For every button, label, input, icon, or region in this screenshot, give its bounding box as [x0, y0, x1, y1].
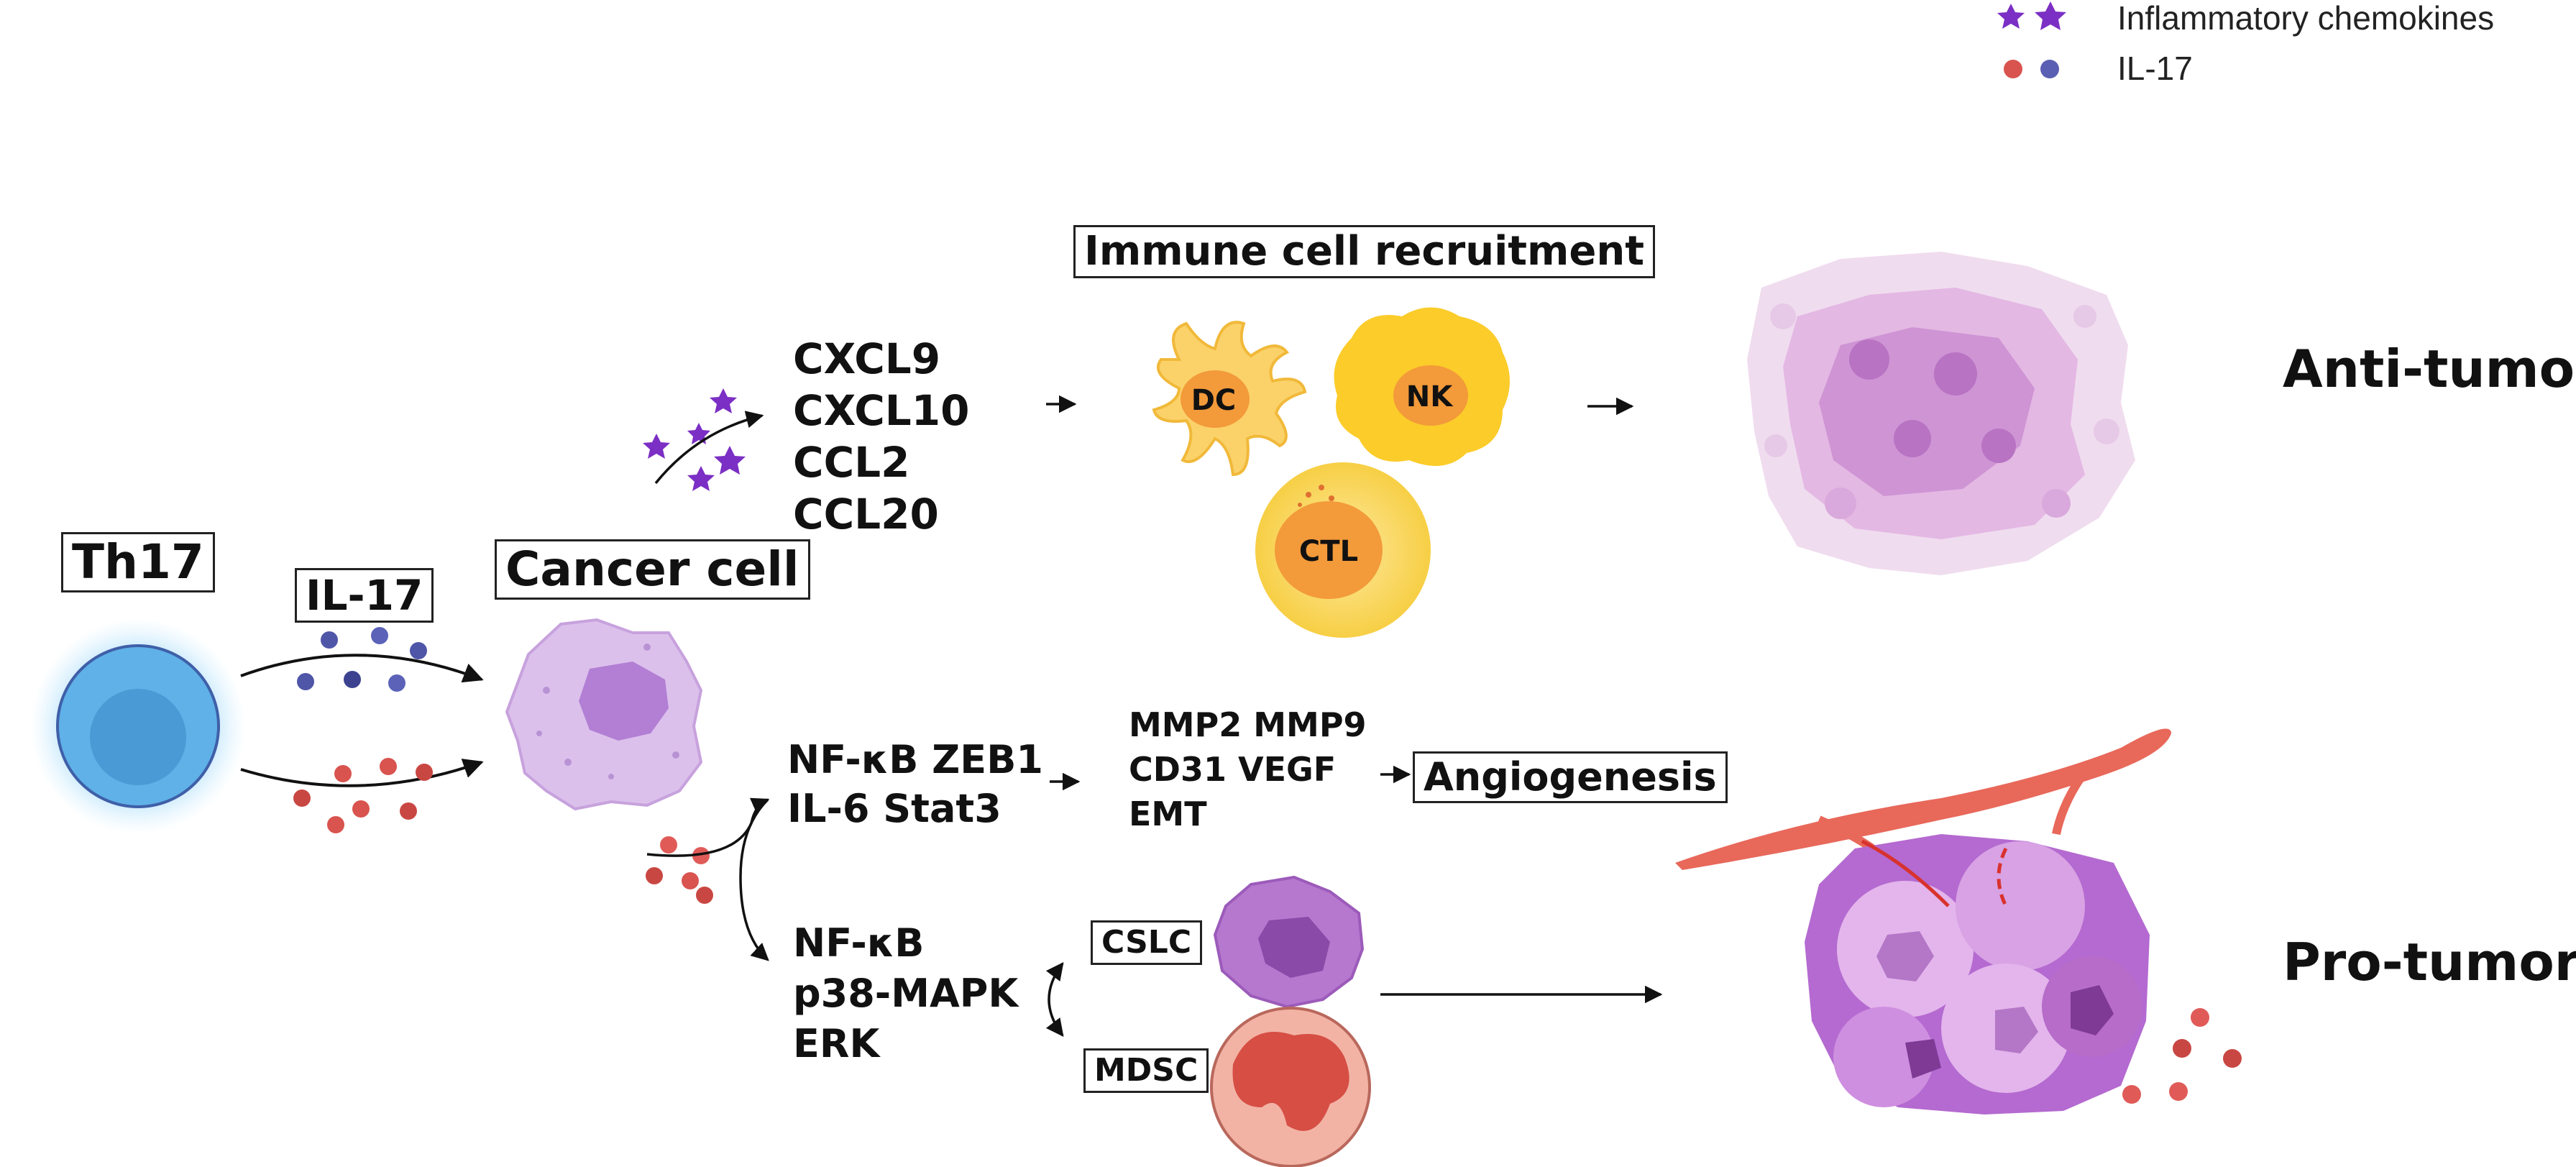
il17-red-dots-lower — [646, 836, 713, 904]
branch-arrow-up — [646, 797, 770, 857]
legend-chemokines-label: Inflammatory chemokines — [2117, 0, 2495, 37]
pathway-top-list: NF-κB ZEB1 IL-6 Stat3 — [787, 741, 1043, 838]
th17-cell — [30, 618, 246, 834]
il17-arrow-top — [240, 654, 484, 683]
effector-list: MMP2 MMP9 CD31 VEGF EMT — [1129, 708, 1367, 842]
il17-red-dots-protumor — [2122, 1008, 2242, 1104]
immune-recruitment-label: Immune cell recruitment — [1073, 225, 1656, 278]
ctl-cell — [1255, 462, 1431, 638]
cancer-cell-label: Cancer cell — [495, 539, 810, 600]
cslc-label: CSLC — [1091, 920, 1203, 965]
pro-tumor-label: Pro-tumor — [2283, 932, 2576, 992]
il17-dot-icon — [2040, 60, 2059, 78]
pro-tumor-mass — [1675, 728, 2171, 1115]
chemokine-arrow — [654, 411, 764, 485]
il17-red-dots — [293, 758, 433, 833]
dc-label: DC — [1191, 384, 1237, 417]
cancer-cell — [505, 618, 703, 811]
cslc-cell — [1213, 875, 1365, 1009]
chemokine-star-icon — [2035, 1, 2066, 30]
pathway-item: NF-κB ZEB1 — [787, 737, 1043, 782]
arrow-cslc-mdsc — [1045, 962, 1064, 1037]
pathway-bottom-list: NF-κB p38-MAPK ERK — [793, 924, 1018, 1075]
anti-tumor-label: Anti-tumor — [2283, 339, 2576, 399]
nk-cell — [1334, 307, 1510, 466]
il17-arrow-bottom — [240, 759, 484, 787]
legend-il17-label: IL-17 — [2117, 50, 2193, 87]
chemokine-item: CXCL9 — [793, 334, 941, 383]
ctl-label: CTL — [1299, 535, 1358, 568]
angiogenesis-label: Angiogenesis — [1413, 751, 1728, 803]
chemokine-list: CXCL9 CXCL10 CCL2 CCL20 — [793, 338, 969, 545]
il17-dot-icon — [2004, 60, 2022, 78]
chemokine-star-icon — [1997, 4, 2025, 29]
il17-label: IL-17 — [295, 568, 434, 623]
mdsc-cell — [1210, 1007, 1371, 1167]
effector-item: CD31 VEGF — [1129, 750, 1337, 789]
pathway-item: IL-6 Stat3 — [787, 786, 1001, 831]
il17-blue-dots — [297, 627, 427, 692]
pathway-item: NF-κB — [793, 920, 925, 966]
branch-arrow-down — [739, 877, 769, 961]
pathway-item: ERK — [793, 1021, 880, 1066]
th17-label: Th17 — [61, 532, 215, 592]
mdsc-label: MDSC — [1083, 1048, 1209, 1093]
effector-item: EMT — [1129, 795, 1207, 833]
chemokine-item: CXCL10 — [793, 386, 970, 435]
pathway-item: p38-MAPK — [793, 971, 1019, 1016]
effector-item: MMP2 MMP9 — [1129, 705, 1367, 744]
chemokine-item: CCL2 — [793, 438, 910, 487]
chemokine-stars — [643, 388, 746, 491]
dc-cell — [1152, 321, 1307, 477]
nk-label: NK — [1406, 380, 1454, 413]
anti-tumor-tissue — [1747, 252, 2135, 575]
legend — [1997, 1, 2066, 78]
chemokine-item: CCL20 — [793, 490, 939, 539]
